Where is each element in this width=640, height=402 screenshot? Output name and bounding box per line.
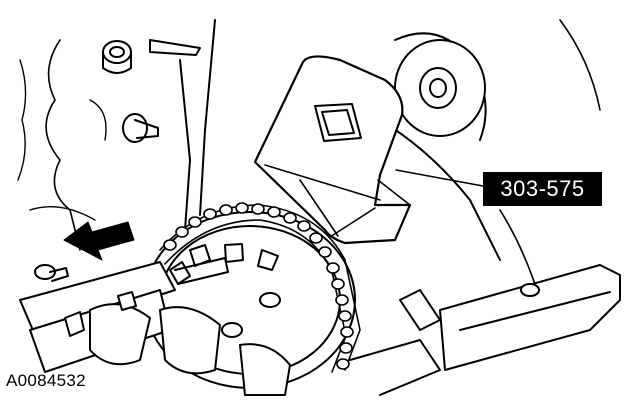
figure-id-label: A0084532: [6, 371, 86, 390]
chain-roller: [309, 232, 323, 244]
special-tool-303-575: [253, 55, 412, 245]
chain-roller: [219, 204, 233, 216]
chain-roller: [175, 226, 189, 238]
chain-roller: [235, 202, 249, 214]
chain-roller: [267, 206, 281, 218]
chain-roller: [339, 342, 353, 354]
chain-roller: [326, 262, 340, 274]
chain-roller: [318, 246, 332, 258]
chain-roller: [163, 239, 177, 251]
callout-leader-line: [395, 169, 484, 187]
chain-roller: [297, 220, 311, 232]
tool-number-label: 303-575: [483, 172, 602, 206]
left-arrow-icon: [63, 221, 135, 261]
chain-roller: [203, 208, 217, 220]
timing-chain-links: [163, 202, 354, 370]
chain-roller: [336, 358, 350, 370]
chain-roller: [335, 294, 349, 306]
stud-bolt: [34, 264, 69, 282]
chain-roller: [338, 310, 352, 322]
chain-roller: [331, 278, 345, 290]
camshaft: [19, 257, 291, 396]
chain-roller: [283, 212, 297, 224]
chain-roller: [340, 326, 354, 338]
engine-block-detail: [17, 19, 216, 251]
engine-cover-right: [379, 19, 601, 301]
cylinder-head-lower-right: [349, 264, 621, 396]
chain-roller: [188, 216, 202, 228]
chain-roller: [251, 203, 265, 215]
